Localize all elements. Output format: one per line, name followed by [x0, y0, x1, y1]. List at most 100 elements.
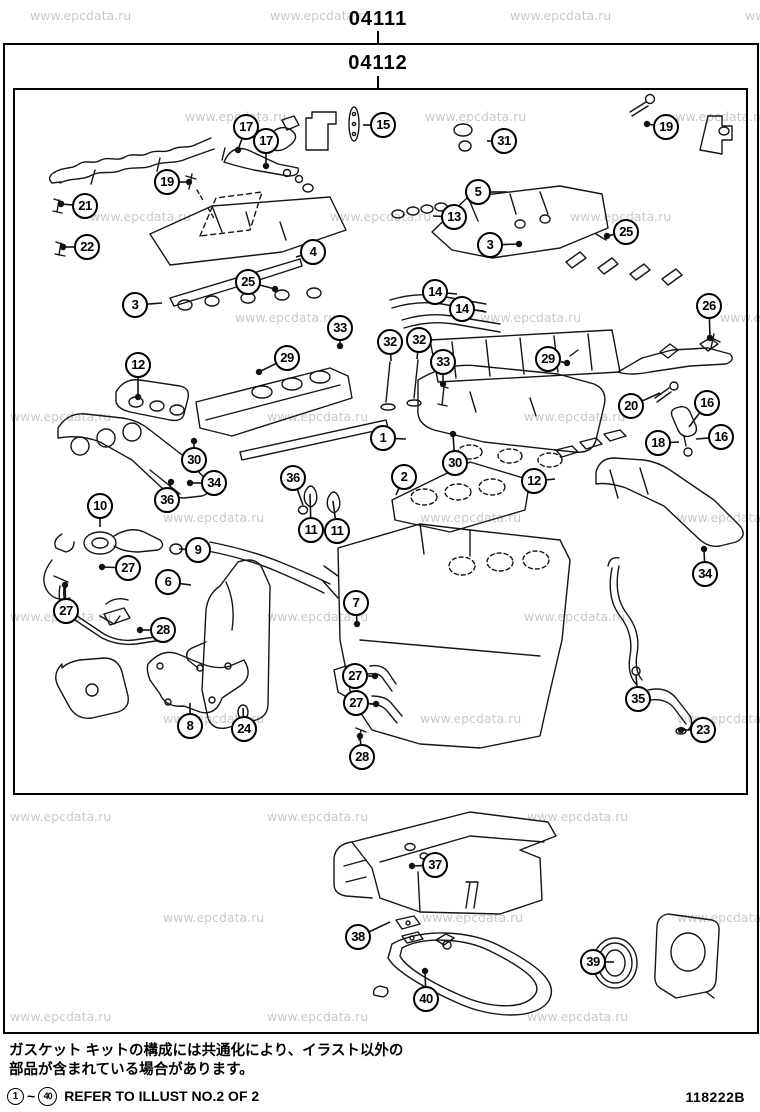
circled-number-40: 40 — [38, 1086, 58, 1106]
callout-16[interactable]: 16 — [708, 424, 734, 450]
part-gasket-stack-15-31 — [306, 95, 655, 152]
callout-38[interactable]: 38 — [345, 924, 371, 950]
callout-30[interactable]: 30 — [442, 450, 468, 476]
callout-28[interactable]: 28 — [150, 617, 176, 643]
watermark: www.epcdata.ru — [420, 711, 522, 726]
watermark: www.epcdata.ru — [267, 809, 369, 824]
callout-3[interactable]: 3 — [122, 292, 148, 318]
callout-32[interactable]: 32 — [406, 327, 432, 353]
callout-14[interactable]: 14 — [422, 279, 448, 305]
callout-4[interactable]: 4 — [300, 239, 326, 265]
watermark: www.epcdata.ru — [425, 109, 527, 124]
watermark: www.epcdata.ru — [30, 8, 132, 23]
callout-16[interactable]: 16 — [694, 390, 720, 416]
callout-25[interactable]: 25 — [235, 269, 261, 295]
part-oil-pan-upper — [334, 812, 556, 914]
figure-code-04111[interactable]: 04111 — [348, 8, 408, 30]
refer-text: REFER TO ILLUST NO.2 OF 2 — [64, 1088, 260, 1104]
callout-20[interactable]: 20 — [618, 393, 644, 419]
watermark: www.epcdata.ru — [720, 310, 760, 325]
part-gaskets-12b — [556, 430, 626, 457]
watermark: www.epcdata.ru — [570, 209, 672, 224]
part-timing-gasket-8 — [147, 652, 248, 712]
watermark: www.epcdata.ru — [677, 510, 760, 525]
callout-37[interactable]: 37 — [422, 852, 448, 878]
callout-27[interactable]: 27 — [115, 555, 141, 581]
part-exhaust-manifold-right — [596, 458, 743, 546]
watermark: www.epcdata.ru — [10, 1009, 112, 1024]
watermark: www.epcdata.ru — [235, 310, 337, 325]
callout-26[interactable]: 26 — [696, 293, 722, 319]
figure-code-04112[interactable]: 04112 — [348, 52, 408, 74]
callout-34[interactable]: 34 — [692, 561, 718, 587]
callout-30[interactable]: 30 — [181, 447, 207, 473]
callout-40[interactable]: 40 — [413, 986, 439, 1012]
callout-14[interactable]: 14 — [449, 296, 475, 322]
watermark: www.epcdata.ru — [267, 409, 369, 424]
callout-11[interactable]: 11 — [298, 517, 324, 543]
callout-5[interactable]: 5 — [465, 179, 491, 205]
callout-8[interactable]: 8 — [177, 713, 203, 739]
watermark: www.epcdata.ru — [267, 609, 369, 624]
callout-35[interactable]: 35 — [625, 686, 651, 712]
footnote-line-1: ガスケット キットの構成には共通化により、イラスト以外の — [9, 1043, 404, 1059]
callout-27[interactable]: 27 — [343, 690, 369, 716]
part-head-gasket-2 — [392, 430, 626, 532]
callout-36[interactable]: 36 — [280, 465, 306, 491]
callout-33[interactable]: 33 — [430, 349, 456, 375]
callout-29[interactable]: 29 — [535, 346, 561, 372]
part-valves-32-33 — [381, 350, 578, 410]
footnote-line-2: 部品が含まれている場合があります。 — [9, 1062, 254, 1078]
refer-separator: ~ — [27, 1088, 36, 1104]
watermark: www.epcdata.ru — [527, 1009, 629, 1024]
callout-11[interactable]: 11 — [324, 518, 350, 544]
callout-36[interactable]: 36 — [154, 487, 180, 513]
part-intake-plenum — [116, 368, 388, 460]
callout-10[interactable]: 10 — [87, 493, 113, 519]
callout-23[interactable]: 23 — [690, 717, 716, 743]
watermark: www.epcdata.ru — [10, 809, 112, 824]
callout-32[interactable]: 32 — [377, 329, 403, 355]
callout-19[interactable]: 19 — [154, 169, 180, 195]
callout-29[interactable]: 29 — [274, 345, 300, 371]
callout-19[interactable]: 19 — [653, 114, 679, 140]
callout-27[interactable]: 27 — [53, 598, 79, 624]
watermark: www.epcdata.ru — [330, 209, 432, 224]
callout-15[interactable]: 15 — [370, 112, 396, 138]
watermark: www.epcdata.ru — [10, 409, 112, 424]
callout-13[interactable]: 13 — [441, 204, 467, 230]
circled-number-1: 1 — [7, 1087, 24, 1105]
callout-33[interactable]: 33 — [327, 315, 353, 341]
inner-figure-box — [13, 88, 748, 795]
watermark: www.epcdata.ru — [163, 910, 265, 925]
callout-21[interactable]: 21 — [72, 193, 98, 219]
callout-22[interactable]: 22 — [74, 234, 100, 260]
callout-1[interactable]: 1 — [370, 425, 396, 451]
watermark: www.epcdata.ru — [527, 809, 629, 824]
watermark: www.epcdata.ru — [480, 310, 582, 325]
callout-24[interactable]: 24 — [231, 716, 257, 742]
callout-6[interactable]: 6 — [155, 569, 181, 595]
callout-3[interactable]: 3 — [477, 232, 503, 258]
outer-figure-box — [3, 43, 759, 1034]
watermark: www.epcdata.ru — [267, 1009, 369, 1024]
callout-27[interactable]: 27 — [342, 663, 368, 689]
callout-31[interactable]: 31 — [491, 128, 517, 154]
callout-25[interactable]: 25 — [613, 219, 639, 245]
callout-9[interactable]: 9 — [185, 537, 211, 563]
watermark: www.epcdata.ru — [510, 8, 612, 23]
callout-28[interactable]: 28 — [349, 744, 375, 770]
callout-12[interactable]: 12 — [125, 352, 151, 378]
callout-17[interactable]: 17 — [253, 128, 279, 154]
callout-18[interactable]: 18 — [645, 430, 671, 456]
watermark: www.epcdata.ru — [163, 510, 265, 525]
callout-39[interactable]: 39 — [580, 949, 606, 975]
callout-2[interactable]: 2 — [391, 464, 417, 490]
callout-12[interactable]: 12 — [521, 468, 547, 494]
part-dipstick-tube — [608, 558, 692, 734]
callout-7[interactable]: 7 — [343, 590, 369, 616]
part-timing-cover-6 — [56, 560, 270, 728]
callout-34[interactable]: 34 — [201, 470, 227, 496]
